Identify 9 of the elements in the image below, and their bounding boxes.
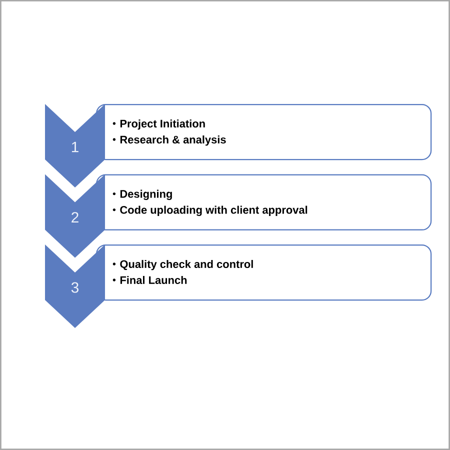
step-box <box>96 244 432 301</box>
step-box <box>96 104 432 160</box>
list-item: Project Initiation <box>120 119 205 130</box>
list-item: Code uploading with client approval <box>120 206 308 216</box>
list-item: Quality check and control <box>120 260 253 270</box>
list-item: Research & analysis <box>120 135 226 146</box>
step-box <box>96 174 432 230</box>
list-item: Designing <box>120 190 172 200</box>
list-item: Final Launch <box>120 276 187 284</box>
